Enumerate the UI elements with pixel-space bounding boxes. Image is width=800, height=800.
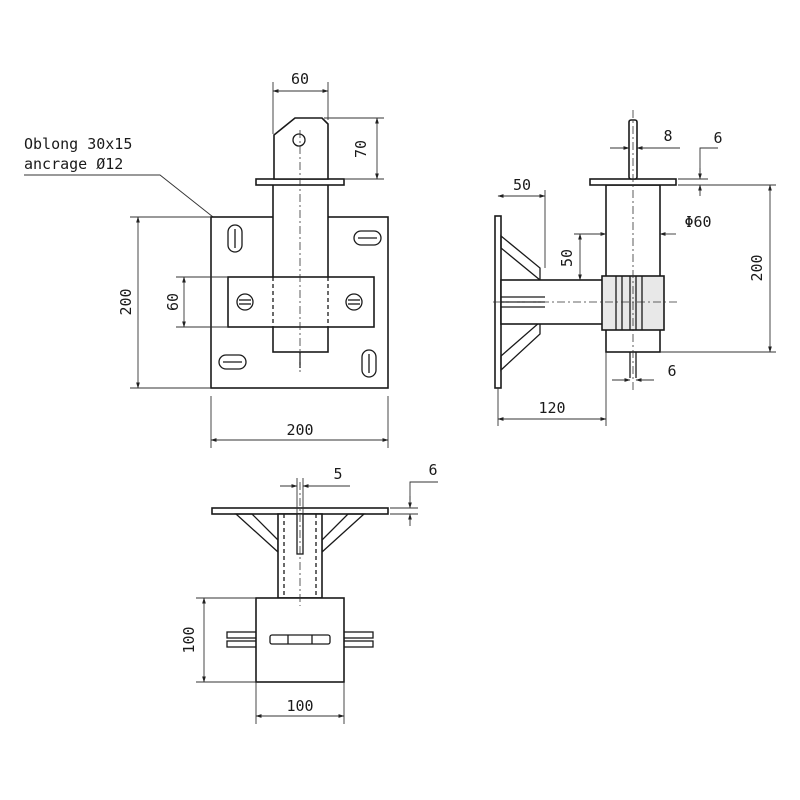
dim-slot-width: 5 [333,465,342,483]
dim-diameter: Φ60 [684,213,711,231]
dim-bottom-thickness: 6 [667,362,676,380]
dim-lug-thickness: 8 [663,127,672,145]
dim-gusset-height: 50 [558,249,576,267]
dim-offset: 50 [513,176,531,194]
dim-flange-thickness: 6 [713,129,722,147]
dim-total-height: 200 [748,254,766,281]
dim-block-width: 100 [286,697,313,715]
dim-block-height: 100 [180,626,198,653]
dim-plate-width: 200 [286,421,313,439]
upper-gusset [500,234,541,282]
lifting-lug [273,117,329,180]
note-line-2: ancrage Ø12 [24,155,123,173]
oblong-hole-bottom-left [218,354,247,370]
left-gusset [234,513,279,554]
bolt-left [236,293,254,311]
dim-lug-height: 70 [352,140,370,158]
bottom-view: 5 6 100 100 [180,461,438,724]
front-view: 60 70 200 60 200 [117,70,389,448]
dim-bottom-flange-thickness: 6 [428,461,437,479]
oblong-hole-bottom-right [361,349,377,378]
dim-plate-height: 200 [117,288,135,315]
oblong-hole-top-right [353,230,382,246]
note-leader [24,174,233,233]
lower-gusset [500,320,541,372]
dim-top-width: 60 [291,70,309,88]
block-slot [269,634,331,645]
dim-projection: 120 [538,399,565,417]
side-view: 8 6 50 Φ60 50 200 6 120 [493,110,776,426]
oblong-hole-top-left [227,224,243,253]
oblong-note: Oblong 30x15 ancrage Ø12 [24,135,233,233]
bolt-right [345,293,363,311]
dim-bar-height: 60 [164,293,182,311]
note-line-1: Oblong 30x15 [24,135,132,153]
lug-hole [292,133,306,147]
right-gusset [321,513,366,554]
